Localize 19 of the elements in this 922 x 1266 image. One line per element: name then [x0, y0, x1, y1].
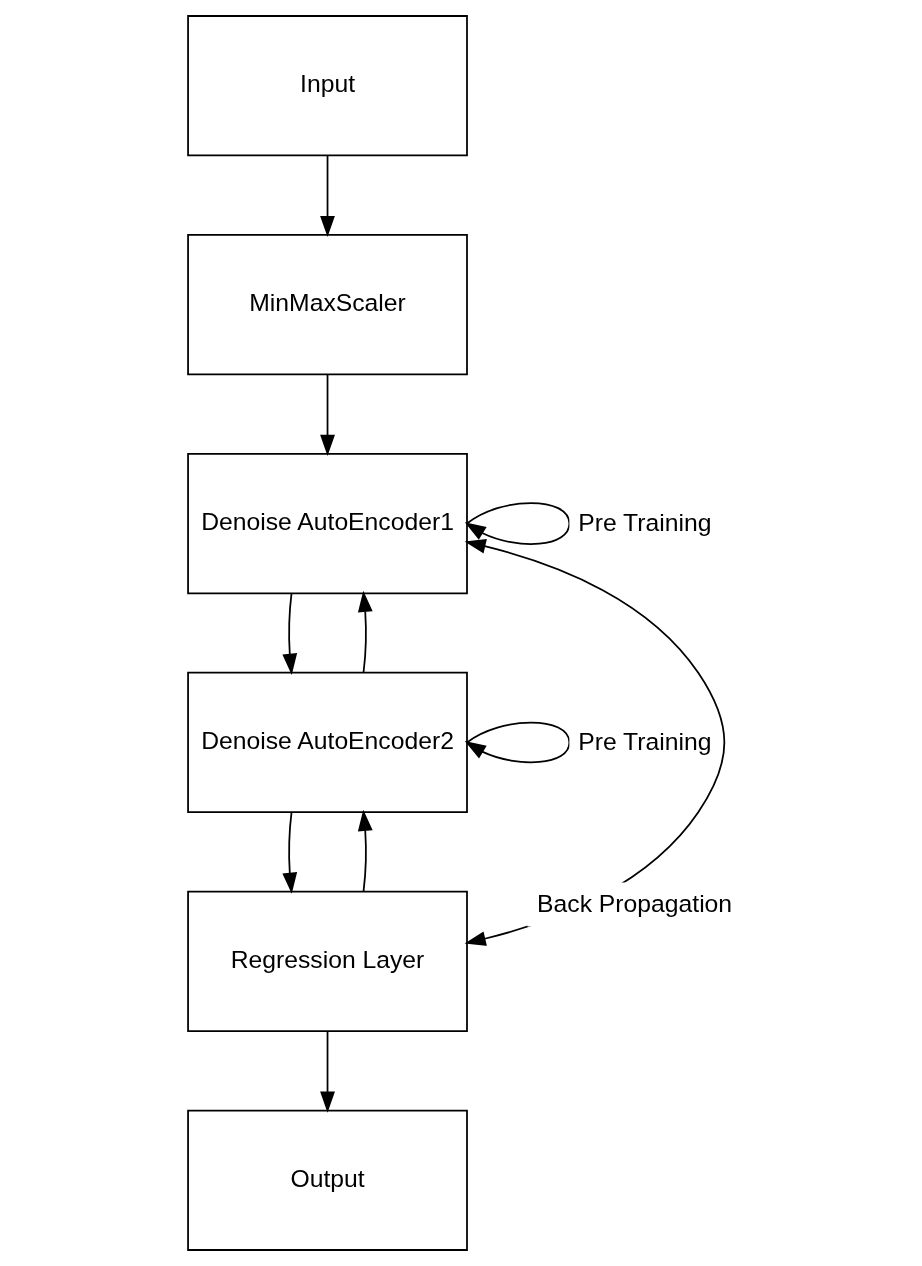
arrow — [464, 721, 571, 764]
arrow — [320, 154, 335, 238]
arrow — [464, 502, 571, 545]
arrow — [357, 809, 373, 893]
arrow — [320, 1030, 335, 1113]
arrow — [320, 373, 335, 456]
node-box: Output — [187, 1109, 468, 1251]
node-box: Input — [187, 15, 468, 157]
arrow — [464, 539, 726, 946]
node-box: Denoise AutoEncoder1 — [187, 452, 468, 595]
arrow — [357, 590, 373, 674]
edge-label: Pre Training — [578, 727, 712, 755]
node-box: Regression Layer — [187, 890, 468, 1032]
arrow — [282, 592, 298, 675]
edge-label: Back Propagation — [537, 889, 733, 917]
node-box: Denoise AutoEncoder2 — [187, 671, 468, 814]
arrow — [282, 811, 298, 894]
node-box: MinMaxScaler — [187, 234, 468, 376]
edge-label: Pre Training — [578, 508, 712, 536]
